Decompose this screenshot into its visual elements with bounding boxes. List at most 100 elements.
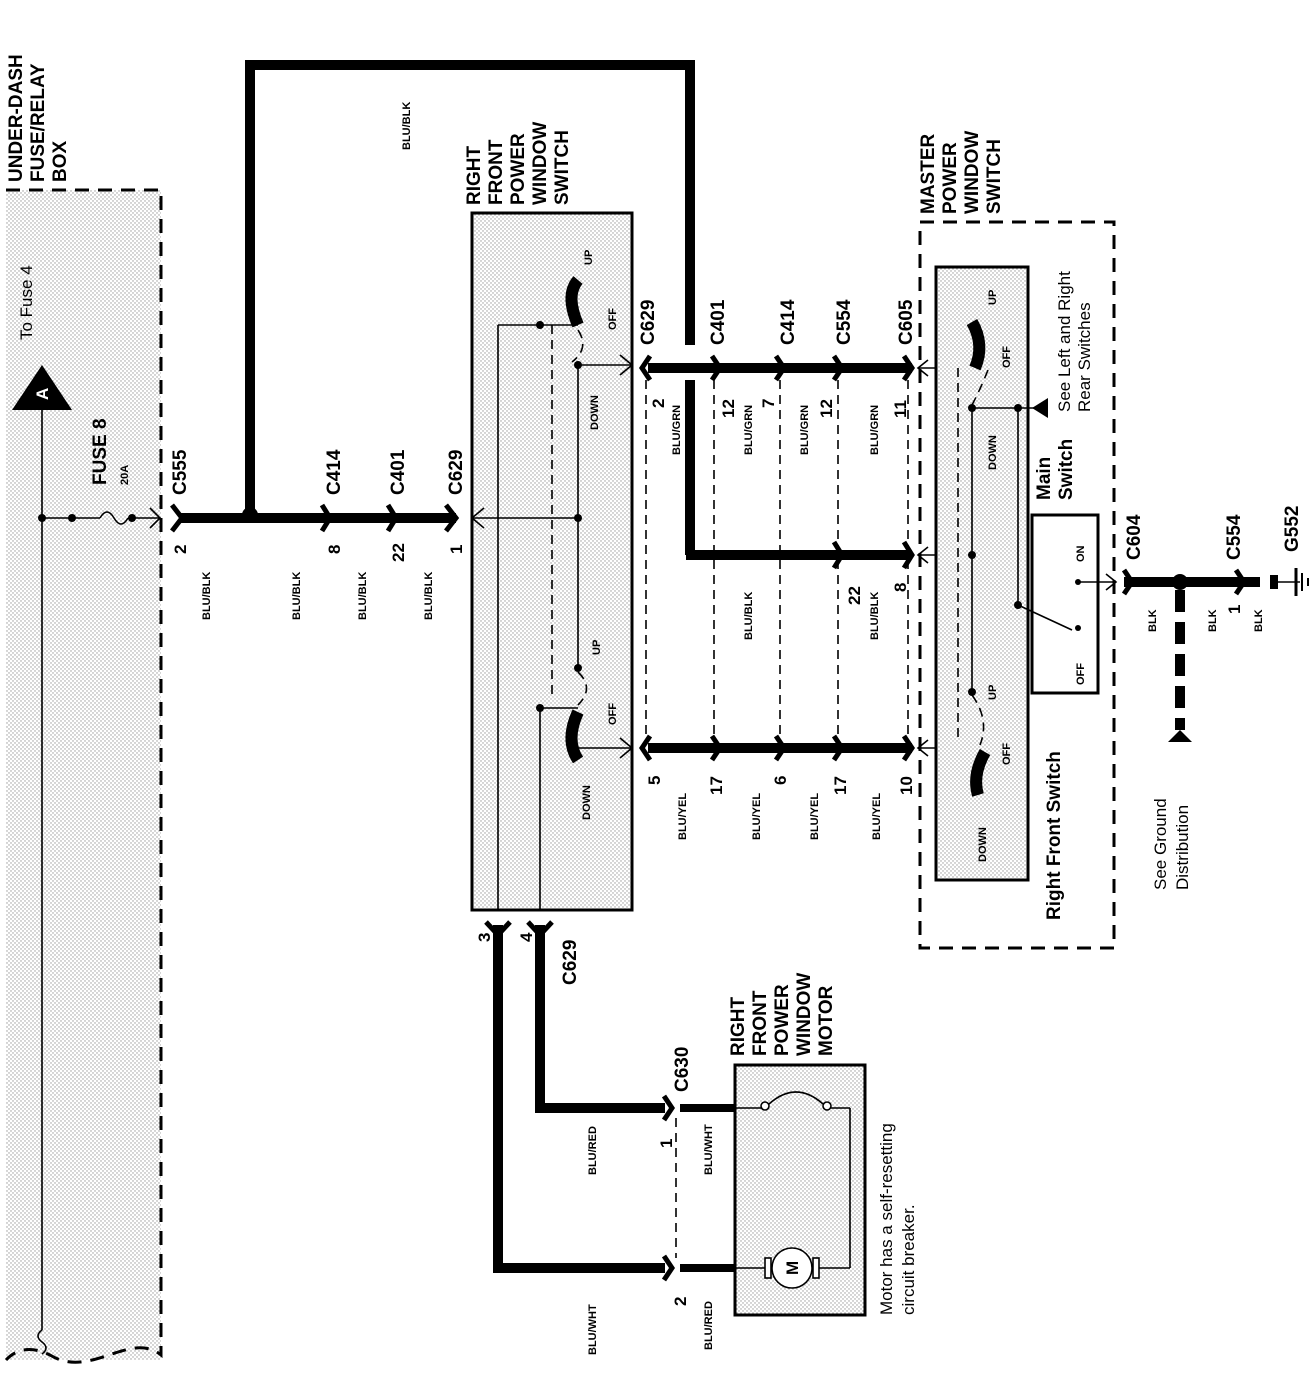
master-lower-lever-icon bbox=[970, 749, 991, 797]
rf-lower-up: UP bbox=[591, 640, 603, 655]
master-lower-off: OFF bbox=[1001, 743, 1013, 765]
wire-blu-yel-1: BLU/YEL bbox=[677, 793, 689, 840]
to-fuse-4-label: To Fuse 4 bbox=[17, 265, 36, 340]
motor-note-2: circuit breaker. bbox=[899, 1204, 918, 1315]
see-ground-2: Distribution bbox=[1173, 805, 1192, 890]
master-upper-up: UP bbox=[987, 290, 999, 305]
wire-blu-grn-3: BLU/GRN bbox=[799, 405, 811, 455]
c401-label-top: C401 bbox=[708, 299, 729, 345]
rf-lower-off: OFF bbox=[607, 703, 619, 725]
see-rear-switches-1: See Left and Right bbox=[1055, 271, 1074, 412]
pin-c605-grn: 11 bbox=[891, 400, 910, 418]
c629-pin-main: 1 bbox=[447, 545, 466, 554]
wire-blu-red-2: BLU/RED bbox=[703, 1301, 715, 1350]
g552-label: G552 bbox=[1282, 506, 1303, 552]
c414-pin-main: 8 bbox=[325, 545, 344, 554]
c605-label-top: C605 bbox=[896, 299, 917, 345]
circuit-breaker-icon bbox=[768, 1091, 824, 1105]
motor-icon bbox=[771, 1247, 813, 1289]
wire-blk-1: BLK bbox=[1147, 609, 1159, 632]
main-switch-off: OFF bbox=[1075, 663, 1087, 685]
c401-pin-main: 22 bbox=[389, 543, 408, 562]
master-window-switch: MASTER POWER WINDOW SWITCH UP OFF DOWN U… bbox=[918, 131, 1118, 950]
fuse-box-title-1: UNDER-DASH bbox=[6, 54, 27, 182]
right-front-window-motor: RIGHT FRONT POWER WINDOW MOTOR M Motor h… bbox=[728, 973, 918, 1317]
pin-c554-grn: 12 bbox=[817, 399, 836, 418]
right-front-switch-label: Right Front Switch bbox=[1044, 751, 1065, 920]
see-rear-switches-2: Rear Switches bbox=[1075, 302, 1094, 412]
rf-switch-title-2: FRONT bbox=[486, 139, 507, 205]
main-switch-on: ON bbox=[1075, 545, 1087, 562]
pin-c605-yel: 10 bbox=[897, 776, 916, 795]
wire-blu-blk-6: BLU/BLK bbox=[869, 592, 881, 640]
fuse-8-label: FUSE 8 bbox=[90, 418, 111, 485]
motor-title-5: MOTOR bbox=[816, 985, 837, 1056]
node-a-label: A bbox=[33, 388, 52, 400]
ground-distribution-arrow-icon bbox=[1168, 730, 1192, 742]
wire-blu-blk-top: BLU/BLK bbox=[401, 102, 413, 150]
master-title-1: MASTER bbox=[918, 134, 939, 215]
master-title-3: WINDOW bbox=[962, 131, 983, 214]
pin-c401-yel: 17 bbox=[707, 776, 726, 795]
rf-upper-up: UP bbox=[583, 250, 595, 265]
wire-blk-2: BLK bbox=[1207, 609, 1219, 632]
node-a-triangle bbox=[12, 365, 72, 410]
c629-label-bottom: C629 bbox=[560, 940, 581, 985]
main-switch-contact-icon bbox=[1017, 604, 1073, 631]
pin-c554-gnd: 1 bbox=[1225, 605, 1244, 614]
master-lower-down: DOWN bbox=[977, 827, 989, 862]
rf-upper-down: DOWN bbox=[589, 395, 601, 430]
c629-label-main: C629 bbox=[446, 450, 467, 495]
rf-switch-title-4: WINDOW bbox=[530, 122, 551, 205]
main-switch-label-1: Main bbox=[1034, 457, 1055, 500]
fuse-8-rating: 20A bbox=[119, 465, 131, 485]
pin-c554-yel: 17 bbox=[831, 776, 850, 795]
fuse-relay-box: UNDER-DASH FUSE/RELAY BOX To Fuse 4 A FU… bbox=[4, 54, 163, 1364]
motor-title-2: FRONT bbox=[750, 990, 771, 1056]
pin-c629-3: 3 bbox=[475, 933, 494, 942]
master-upper-off: OFF bbox=[1001, 346, 1013, 368]
master-lower-up: UP bbox=[987, 685, 999, 700]
pin-c630-1: 1 bbox=[657, 1139, 676, 1148]
motor-title-4: WINDOW bbox=[794, 973, 815, 1056]
pin-c629-yel: 5 bbox=[645, 776, 664, 785]
wire-blu-blk-3: BLU/BLK bbox=[357, 572, 369, 620]
master-upper-lever-icon bbox=[966, 319, 986, 371]
pin-c629-4: 4 bbox=[517, 932, 536, 942]
wire-blu-red-1: BLU/RED bbox=[587, 1126, 599, 1175]
motor-feed-wires: 3 4 C629 C630 1 2 BLU/RED BLU/WHT BLU/WH… bbox=[475, 920, 735, 1355]
c629-label-top: C629 bbox=[638, 300, 659, 345]
pin-c629-grn: 2 bbox=[649, 399, 668, 408]
rf-upper-off: OFF bbox=[607, 308, 619, 330]
c414-label-top: C414 bbox=[778, 299, 799, 345]
rf-lower-down: DOWN bbox=[581, 785, 593, 820]
fuse-8-icon bbox=[99, 511, 129, 525]
motor-note-1: Motor has a self-resetting bbox=[877, 1123, 896, 1315]
wire-blu-grn-1: BLU/GRN bbox=[671, 405, 683, 455]
main-switch-label-2: Switch bbox=[1056, 439, 1077, 500]
wire-blu-blk-4: BLU/BLK bbox=[423, 572, 435, 620]
pin-c401-grn: 12 bbox=[719, 399, 738, 418]
rf-switch-upper-lever-icon bbox=[565, 276, 584, 328]
pin-c605-blk: 8 bbox=[891, 583, 910, 592]
wire-blu-grn-4: BLU/GRN bbox=[869, 405, 881, 455]
wire-blu-wht-1: BLU/WHT bbox=[703, 1124, 715, 1175]
motor-title-3: POWER bbox=[772, 984, 793, 1056]
pin-c414-yel: 6 bbox=[771, 776, 790, 785]
pin-c554-blk: 22 bbox=[845, 586, 864, 605]
c555-label: C555 bbox=[170, 449, 191, 495]
c555-pin: 2 bbox=[171, 545, 190, 554]
rf-switch-title-3: POWER bbox=[508, 133, 529, 205]
motor-title-1: RIGHT bbox=[728, 997, 749, 1057]
pin-c630-2: 2 bbox=[671, 1297, 690, 1306]
switch-interconnect-wires: C629 C401 C414 C554 C605 2 12 7 12 11 BL… bbox=[638, 299, 972, 840]
rf-switch-lower-lever-icon bbox=[565, 709, 584, 764]
c554-label-top: C554 bbox=[834, 299, 855, 345]
main-feed-wire: C555 C414 C401 C629 2 8 22 1 BLU/BLK BLU… bbox=[170, 60, 695, 620]
c401-label-main: C401 bbox=[388, 449, 409, 495]
wire-blu-grn-2: BLU/GRN bbox=[743, 405, 755, 455]
pin-c414-grn: 7 bbox=[759, 399, 778, 408]
rf-switch-title-5: SWITCH bbox=[552, 130, 573, 205]
wire-blu-yel-3: BLU/YEL bbox=[809, 793, 821, 840]
